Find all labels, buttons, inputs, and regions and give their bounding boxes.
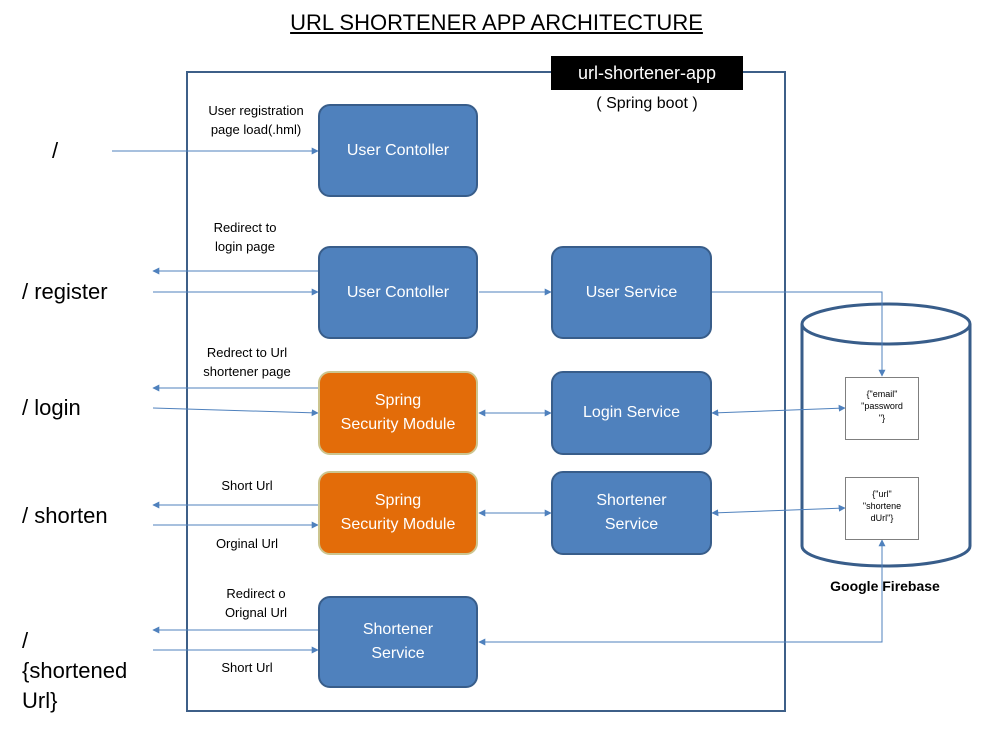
spring-security-login-box: Spring Security Module xyxy=(318,371,478,455)
arrow-shortener-db xyxy=(711,504,846,517)
shortener-service-box: Shortener Service xyxy=(551,471,712,555)
app-name-label: url-shortener-app xyxy=(551,56,743,90)
user-controller-register-box: User Contoller xyxy=(318,246,478,339)
user-service-box: User Service xyxy=(551,246,712,339)
note-redirect-url-shortener: Redrect to Url shortener page xyxy=(203,345,291,379)
note-redirect-original: Redirect o Orignal Url xyxy=(224,586,288,620)
user-controller-box: User Contoller xyxy=(318,104,478,197)
route-shorten: / shorten xyxy=(22,503,108,528)
app-boundary xyxy=(186,71,786,712)
arrow-userservice-to-db xyxy=(712,291,886,377)
arrow-login-service-db xyxy=(711,404,846,417)
note-short-url-in: Short Url xyxy=(221,660,273,675)
note-short-url-out: Short Url xyxy=(221,478,273,493)
app-framework-label: ( Spring boot ) xyxy=(596,95,698,112)
diagram-title: URL SHORTENER APP ARCHITECTURE xyxy=(290,10,703,35)
user-record-document: {"email" "password "} xyxy=(845,377,919,440)
note-original-url-in: Orginal Url xyxy=(215,536,279,551)
spring-security-shorten-box: Spring Security Module xyxy=(318,471,478,555)
database-label: Google Firebase xyxy=(830,578,940,594)
url-record-document: {"url" "shortene dUrl"} xyxy=(845,477,919,540)
route-shortened-url: / {shortened Url} xyxy=(22,628,128,713)
note-redirect-login: Redirect to login page xyxy=(213,220,277,254)
route-login: / login xyxy=(22,395,81,420)
route-register: / register xyxy=(22,279,108,304)
login-service-box: Login Service xyxy=(551,371,712,455)
route-root: / xyxy=(52,138,59,163)
arrow-shortener2-db xyxy=(478,539,886,646)
shortener-service-redirect-box: Shortener Service xyxy=(318,596,478,688)
note-registration-page: User registration page load(.hml) xyxy=(208,103,304,137)
arrow-login-request xyxy=(152,407,319,417)
